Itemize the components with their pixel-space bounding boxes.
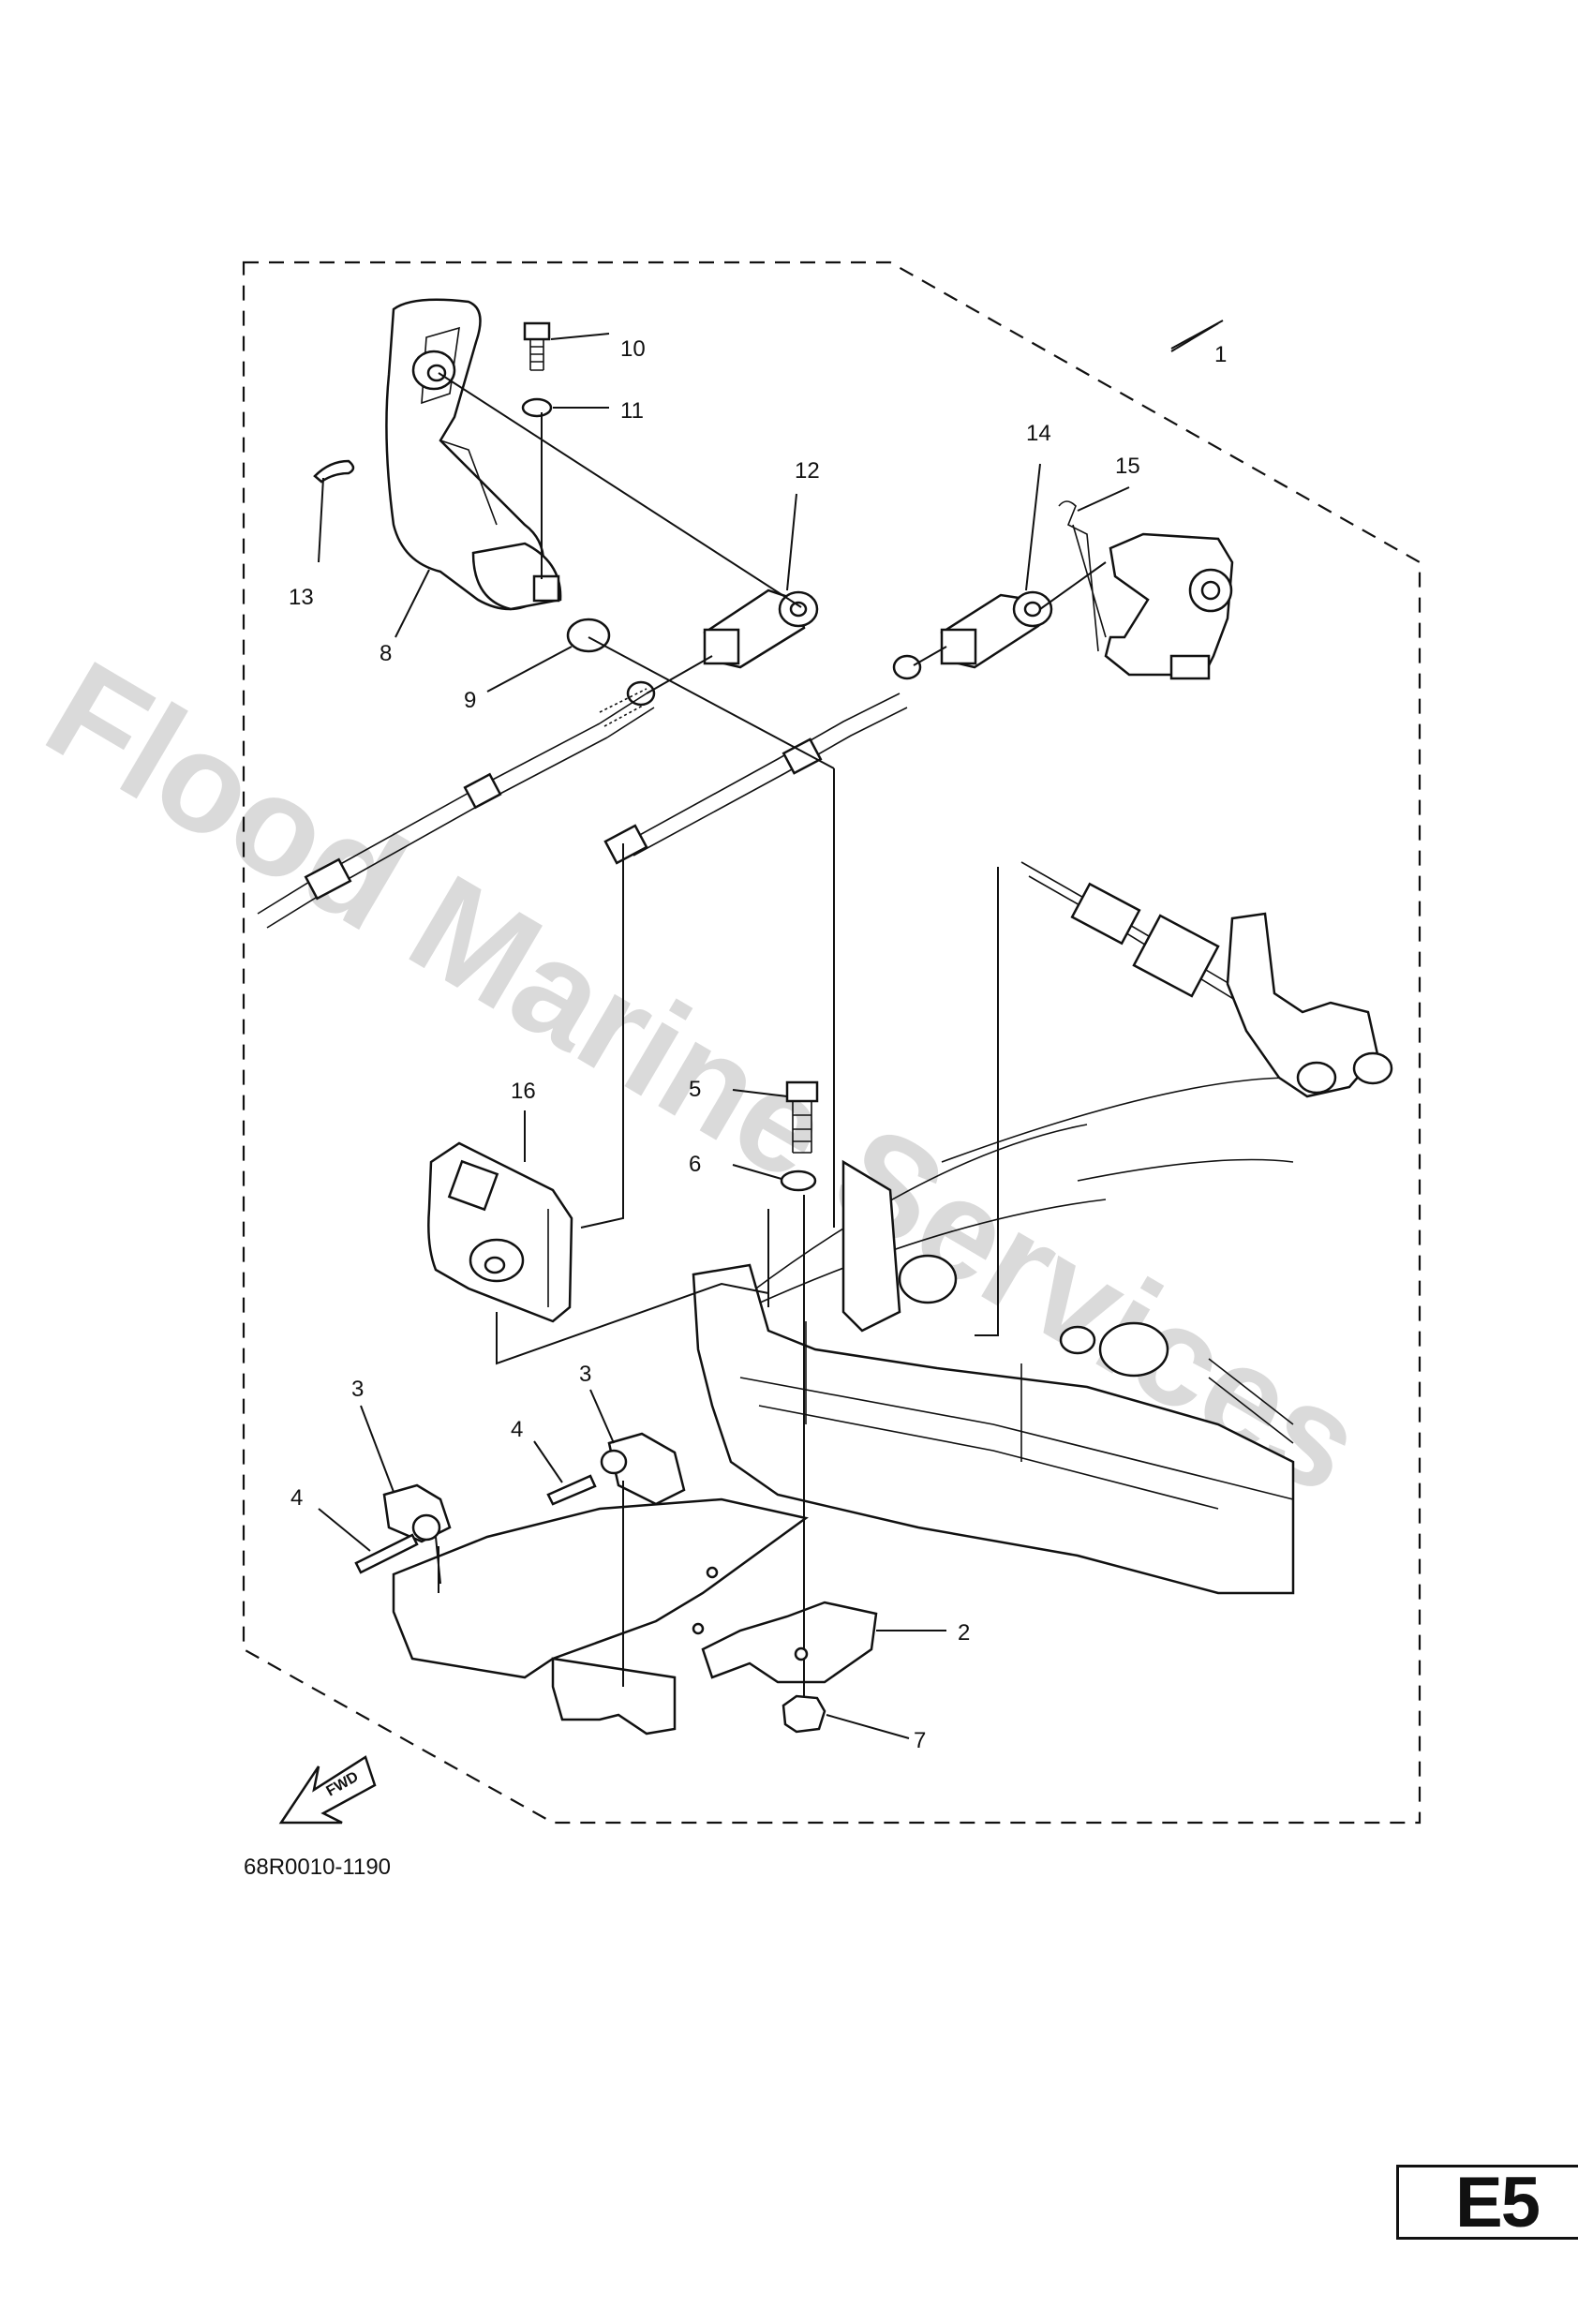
label-1: 1 bbox=[1214, 342, 1227, 367]
label-6: 6 bbox=[689, 1152, 701, 1177]
pin-4-right bbox=[546, 1474, 597, 1506]
shift-rod-assembly bbox=[1020, 861, 1393, 1098]
page-id: E5 bbox=[1455, 2163, 1541, 2242]
label-16: 16 bbox=[511, 1079, 536, 1104]
cable-joint-14 bbox=[940, 590, 1053, 669]
label-3-right: 3 bbox=[579, 1362, 591, 1387]
page-id-tab: E5 bbox=[1396, 2163, 1578, 2242]
mounting-plate bbox=[392, 1497, 809, 1736]
fwd-arrow: FWD bbox=[278, 1755, 377, 1825]
bolt-5 bbox=[785, 1080, 819, 1154]
clamp-3-right bbox=[600, 1432, 686, 1506]
nut-7 bbox=[782, 1694, 826, 1734]
label-10: 10 bbox=[620, 336, 646, 362]
bolt-10 bbox=[523, 321, 551, 371]
label-4-right: 4 bbox=[511, 1417, 523, 1442]
label-15: 15 bbox=[1115, 454, 1140, 479]
label-7: 7 bbox=[914, 1728, 926, 1753]
label-5: 5 bbox=[689, 1077, 701, 1102]
clamp-3-left bbox=[382, 1483, 452, 1543]
assembly-boundary bbox=[242, 261, 1422, 1825]
control-lever bbox=[385, 298, 562, 611]
label-9: 9 bbox=[464, 688, 476, 713]
shift-lever-bracket bbox=[1104, 532, 1234, 680]
nut-left bbox=[626, 680, 656, 707]
bracket-2 bbox=[701, 1601, 878, 1684]
pin-4-left bbox=[354, 1533, 419, 1574]
label-8: 8 bbox=[380, 641, 392, 666]
washer-6 bbox=[780, 1169, 817, 1192]
label-13: 13 bbox=[289, 585, 314, 610]
cover-16 bbox=[427, 1141, 573, 1323]
part-labels: 1 2 3 3 4 4 5 6 7 8 9 10 11 12 13 14 15 … bbox=[289, 336, 1227, 1753]
lower-cowling bbox=[692, 1077, 1295, 1595]
clip-13 bbox=[313, 459, 355, 484]
label-12: 12 bbox=[795, 458, 820, 484]
o-ring-9 bbox=[566, 618, 611, 653]
cable-joint-12 bbox=[703, 588, 819, 669]
label-3-left: 3 bbox=[351, 1377, 364, 1402]
label-14: 14 bbox=[1026, 421, 1051, 446]
label-2: 2 bbox=[958, 1620, 970, 1646]
pin-15 bbox=[1058, 500, 1107, 652]
nut-right bbox=[892, 654, 922, 680]
watermark: Flood Marine Services bbox=[22, 631, 1388, 1524]
label-11: 11 bbox=[620, 398, 644, 424]
drawing-code: 68R0010-1190 bbox=[244, 1855, 391, 1880]
washer-11 bbox=[521, 397, 553, 418]
leader-lines bbox=[318, 320, 1224, 1739]
label-4-left: 4 bbox=[290, 1485, 303, 1511]
control-cables bbox=[257, 688, 908, 929]
